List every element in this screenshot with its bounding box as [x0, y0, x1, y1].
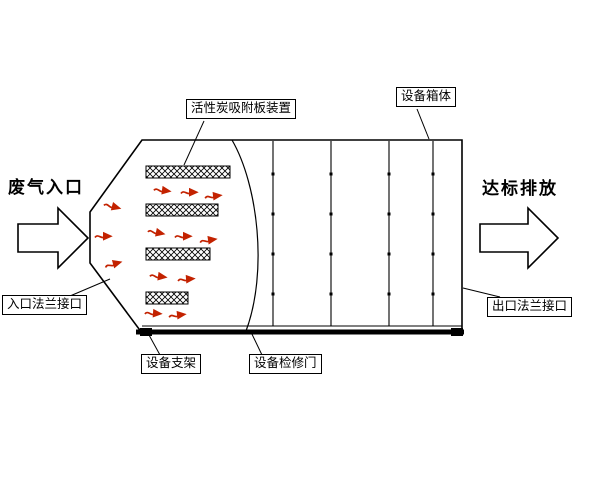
- maintenance-door-curve: [231, 139, 259, 332]
- bolt-dot: [329, 172, 333, 176]
- maintenance-door-label: 设备检修门: [249, 354, 322, 374]
- leader-line: [69, 278, 111, 297]
- leader-line: [249, 329, 263, 356]
- leader-lines: [69, 108, 501, 356]
- bolt-dot: [271, 212, 275, 216]
- leader-line: [416, 108, 430, 140]
- bolt-dot: [271, 252, 275, 256]
- bolt-dot: [271, 172, 275, 176]
- bolt-dot: [387, 252, 391, 256]
- bolt-dot: [387, 172, 391, 176]
- bolt-dots: [271, 172, 435, 296]
- leader-line: [183, 120, 205, 166]
- carbon-plate: [145, 165, 231, 179]
- equipment-box-label: 设备箱体: [396, 87, 457, 107]
- bolt-dot: [431, 212, 435, 216]
- discharge-label: 达标排放: [482, 179, 558, 198]
- support-feet: [140, 328, 463, 336]
- outlet-arrow-icon: [479, 206, 560, 270]
- bolt-dot: [329, 212, 333, 216]
- bolt-dot: [431, 172, 435, 176]
- bolt-dot: [329, 252, 333, 256]
- support-foot: [140, 328, 152, 336]
- leader-line: [462, 287, 501, 298]
- carbon-plate: [145, 247, 211, 261]
- waste-gas-inlet-label: 废气入口: [8, 178, 84, 197]
- bolt-dot: [387, 292, 391, 296]
- carbon-plate: [145, 203, 219, 217]
- inlet-arrow-icon: [17, 206, 90, 270]
- outlet-flange-label: 出口法兰接口: [487, 297, 573, 317]
- bolt-dot: [431, 292, 435, 296]
- carbon-plate-label: 活性炭吸附板装置: [186, 99, 297, 119]
- bolt-dot: [329, 292, 333, 296]
- bolt-dot: [271, 292, 275, 296]
- leader-line: [148, 334, 161, 356]
- support-label: 设备支架: [141, 354, 202, 374]
- carbon-plates: [145, 165, 231, 305]
- bolt-dot: [387, 212, 391, 216]
- inlet-flange-label: 入口法兰接口: [2, 295, 88, 315]
- carbon-plate: [145, 291, 189, 305]
- bolt-dot: [431, 252, 435, 256]
- support-foot: [451, 328, 463, 336]
